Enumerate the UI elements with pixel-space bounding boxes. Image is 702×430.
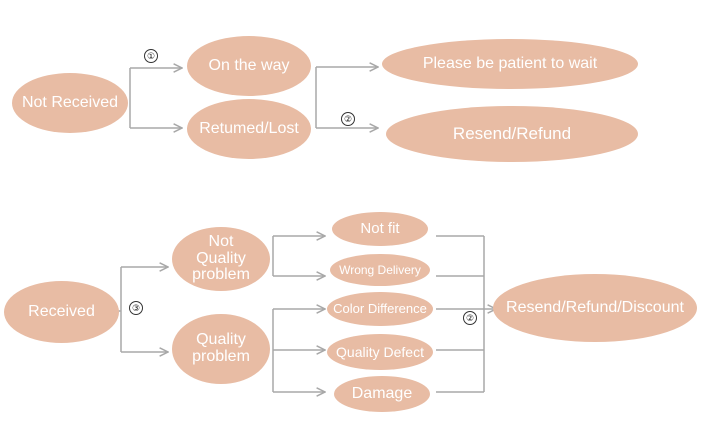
step-badge-2-top: ②	[341, 112, 355, 126]
node-please-be-patient: Please be patient to wait	[382, 39, 638, 89]
step-badge-1: ①	[144, 49, 158, 63]
step-badge-2-bottom: ②	[463, 311, 477, 325]
node-damage: Damage	[334, 376, 430, 412]
node-resend-refund-discount: Resend/Refund/Discount	[493, 274, 697, 342]
node-wrong-delivery: Wrong Delivery	[330, 254, 430, 286]
node-on-the-way: On the way	[187, 36, 311, 96]
node-returned-lost: Retumed/Lost	[187, 99, 311, 159]
node-resend-refund: Resend/Refund	[386, 106, 638, 162]
node-not-received: Not Received	[12, 73, 128, 133]
node-quality-problem: Quality problem	[172, 314, 270, 384]
node-received: Received	[4, 281, 119, 343]
node-not-fit: Not fit	[332, 212, 428, 246]
node-not-quality-problem: Not Quality problem	[172, 227, 270, 291]
node-quality-defect: Quality Defect	[327, 334, 433, 370]
node-color-difference: Color Difference	[327, 292, 433, 326]
step-badge-3: ③	[129, 301, 143, 315]
